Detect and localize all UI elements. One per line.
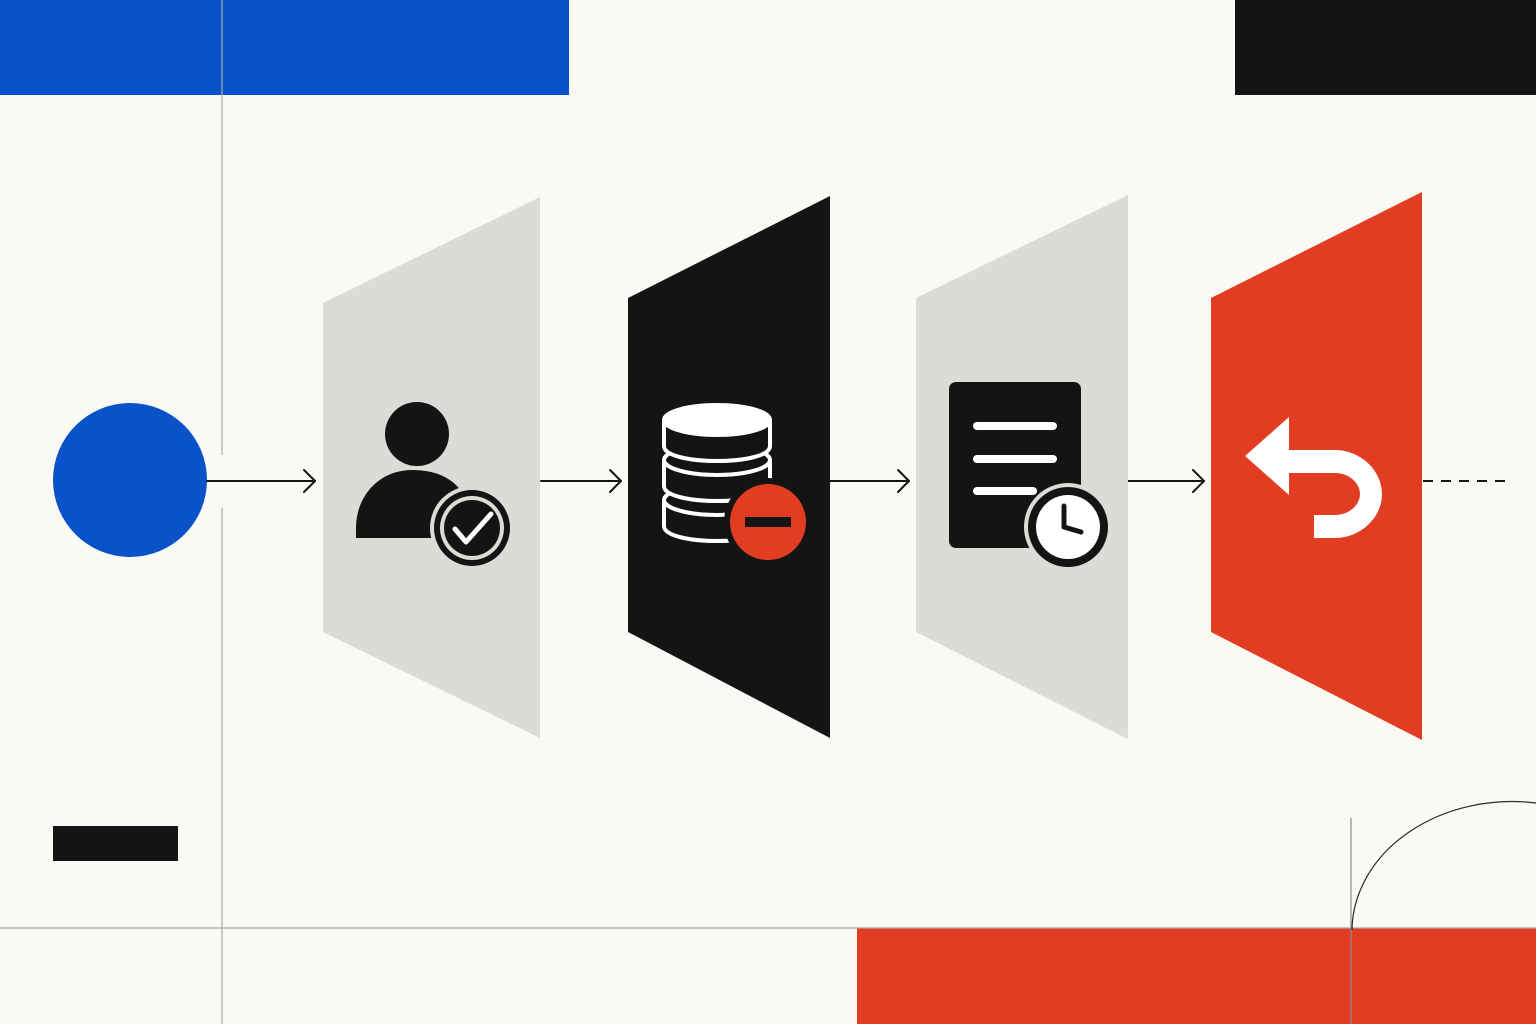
- top-right-black-bar: [1235, 0, 1536, 95]
- connector-arrow-2: [540, 469, 622, 493]
- bottom-right-red-bar: [857, 928, 1536, 1024]
- connector-arrow-1: [206, 469, 316, 493]
- quarter-arc: [1351, 800, 1536, 931]
- undo-arrow-icon: [1245, 417, 1382, 538]
- top-left-blue-bar: [0, 0, 569, 95]
- connector-arrow-4: [1127, 469, 1205, 493]
- database-remove-icon: [662, 403, 812, 566]
- document-clock-icon: [949, 382, 1112, 571]
- user-check-icon: [356, 402, 514, 570]
- start-node-circle: [53, 403, 207, 557]
- step-panel-1: [323, 197, 540, 738]
- bottom-left-black-bar: [53, 826, 178, 861]
- connector-arrow-3: [829, 469, 910, 493]
